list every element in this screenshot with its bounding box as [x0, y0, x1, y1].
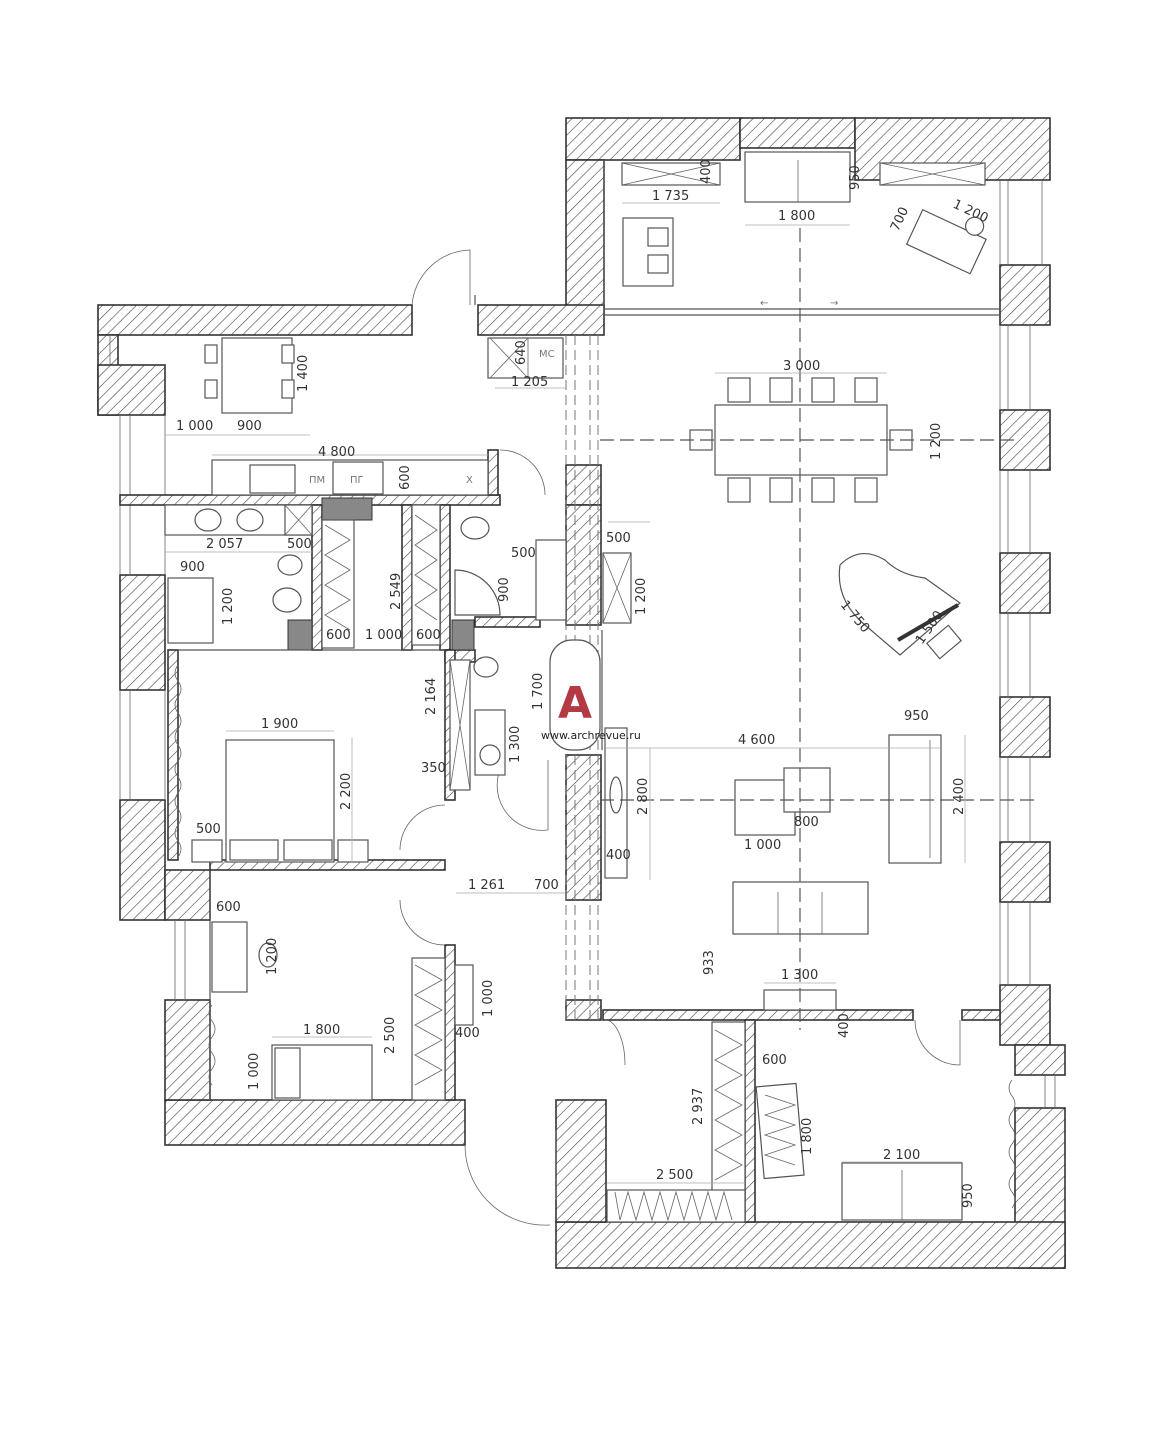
dim: 800 [794, 815, 819, 830]
dim: 400 [455, 1026, 480, 1041]
dim: 400 [699, 159, 714, 184]
dim: 950 [904, 709, 929, 724]
dim: 2 800 [636, 778, 651, 815]
dim: 350 [421, 761, 446, 776]
dim: 933 [702, 950, 717, 975]
dim: 1 205 [511, 375, 548, 390]
dim: 600 [326, 628, 351, 643]
dim: 700 [534, 878, 559, 893]
dim: 950 [848, 165, 863, 190]
watermark-logo: A [558, 678, 592, 729]
dim: 600 [416, 628, 441, 643]
dim: 600 [216, 900, 241, 915]
dim: 1 300 [781, 968, 818, 983]
dim: 900 [180, 560, 205, 575]
dim: 900 [497, 577, 512, 602]
dim: 400 [606, 848, 631, 863]
dim: 4 800 [318, 445, 355, 460]
dim: 600 [762, 1053, 787, 1068]
watermark-url: www.archrevue.ru [541, 729, 641, 742]
dim: 2 400 [952, 778, 967, 815]
dim: 400 [837, 1013, 852, 1038]
svg-text:→: → [830, 298, 838, 309]
dim: 600 [398, 465, 413, 490]
dim: 1 000 [365, 628, 402, 643]
dim: 2 500 [656, 1168, 693, 1183]
dim: 1 000 [247, 1053, 262, 1090]
svg-text:←: ← [760, 298, 768, 309]
exterior-walls-left [97, 304, 466, 1146]
dim: 1 800 [778, 209, 815, 224]
exterior-walls [477, 117, 1066, 1269]
dim: 1 200 [634, 578, 649, 615]
dim: 1 200 [221, 588, 236, 625]
watermark: A www.archrevue.ru [541, 678, 641, 742]
dim: 500 [606, 531, 631, 546]
dim: 500 [511, 546, 536, 561]
label-fridge: Х [466, 475, 473, 486]
dim: 1 735 [652, 189, 689, 204]
appliance-labels: ПМ ПГ Х МС [309, 349, 555, 486]
dim: 1 000 [481, 980, 496, 1017]
dim: 1 261 [468, 878, 505, 893]
dim: 2 100 [883, 1148, 920, 1163]
dim: 4 600 [738, 733, 775, 748]
dim: 2 937 [691, 1088, 706, 1125]
axis-lines [600, 228, 1035, 1030]
furniture: ←→ [164, 151, 1016, 1223]
dim: 1 200 [929, 423, 944, 460]
dim: 1 700 [531, 673, 546, 710]
dim: 1 000 [744, 838, 781, 853]
dimension-lines [165, 202, 966, 1184]
dim: 500 [287, 537, 312, 552]
dim: 1 000 [176, 419, 213, 434]
dim: 1 800 [303, 1023, 340, 1038]
dim: 900 [237, 419, 262, 434]
dim: 700 [888, 205, 912, 234]
dim: 1 800 [800, 1118, 815, 1155]
dim: 640 [514, 340, 529, 365]
dim: 2 164 [424, 678, 439, 715]
dim: 950 [961, 1183, 976, 1208]
label-ms: МС [539, 349, 555, 360]
dim: 1 300 [508, 726, 523, 763]
label-pm: ПМ [309, 475, 325, 486]
dim: 3 000 [783, 359, 820, 374]
dim: 2 200 [339, 773, 354, 810]
dim: 2 057 [206, 537, 243, 552]
dim: 1 900 [261, 717, 298, 732]
dim: 2 549 [389, 573, 404, 610]
label-pg: ПГ [350, 475, 364, 486]
dim: 1 200 [265, 938, 280, 975]
dim: 2 500 [383, 1017, 398, 1054]
dim: 500 [196, 822, 221, 837]
dim: 1 400 [296, 355, 311, 392]
